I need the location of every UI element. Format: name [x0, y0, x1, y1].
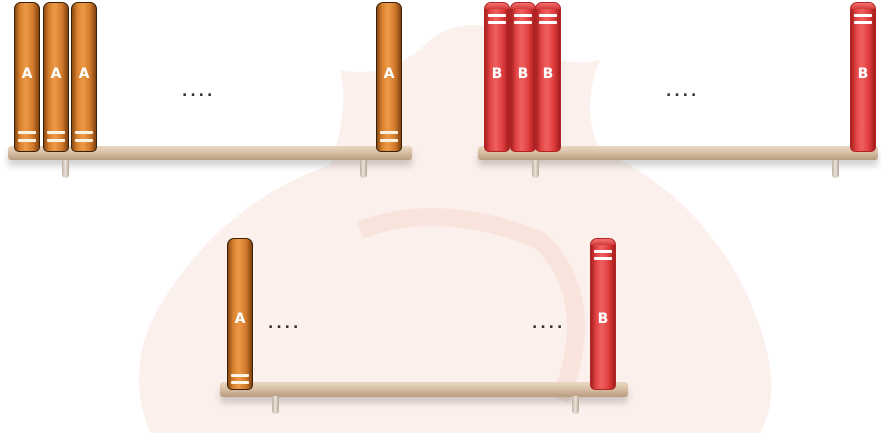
- book-label: A: [44, 66, 68, 82]
- ellipsis: ....: [666, 84, 699, 100]
- book-label: A: [72, 66, 96, 82]
- shelf-bracket: [272, 396, 279, 414]
- shelf-bracket: [832, 160, 839, 178]
- shelf-bracket: [360, 160, 367, 178]
- book-b: B: [535, 2, 561, 152]
- book-label: B: [851, 66, 875, 82]
- book-label: B: [591, 311, 615, 327]
- book-a: A: [43, 2, 69, 152]
- book-b: B: [590, 238, 616, 390]
- book-b: B: [850, 2, 876, 152]
- book-label: B: [536, 66, 560, 82]
- book-label: A: [377, 66, 401, 82]
- shelf-board: [220, 382, 628, 397]
- book-label: B: [511, 66, 535, 82]
- book-b: B: [484, 2, 510, 152]
- shelf-top-left: A A A .... A: [0, 0, 420, 200]
- shelf-bracket: [62, 160, 69, 178]
- book-label: A: [15, 66, 39, 82]
- book-a: A: [71, 2, 97, 152]
- book-b: B: [510, 2, 536, 152]
- book-a: A: [14, 2, 40, 152]
- shelf-bottom: A .... .... B: [210, 230, 640, 433]
- shelf-bracket: [572, 396, 579, 414]
- book-a: A: [376, 2, 402, 152]
- ellipsis-right: ....: [532, 316, 565, 332]
- shelf-top-right: B B B .... B: [470, 0, 881, 200]
- shelf-bracket: [532, 160, 539, 178]
- book-a: A: [227, 238, 253, 390]
- ellipsis-left: ....: [268, 316, 301, 332]
- book-label: A: [228, 311, 252, 327]
- book-label: B: [485, 66, 509, 82]
- ellipsis: ....: [182, 84, 215, 100]
